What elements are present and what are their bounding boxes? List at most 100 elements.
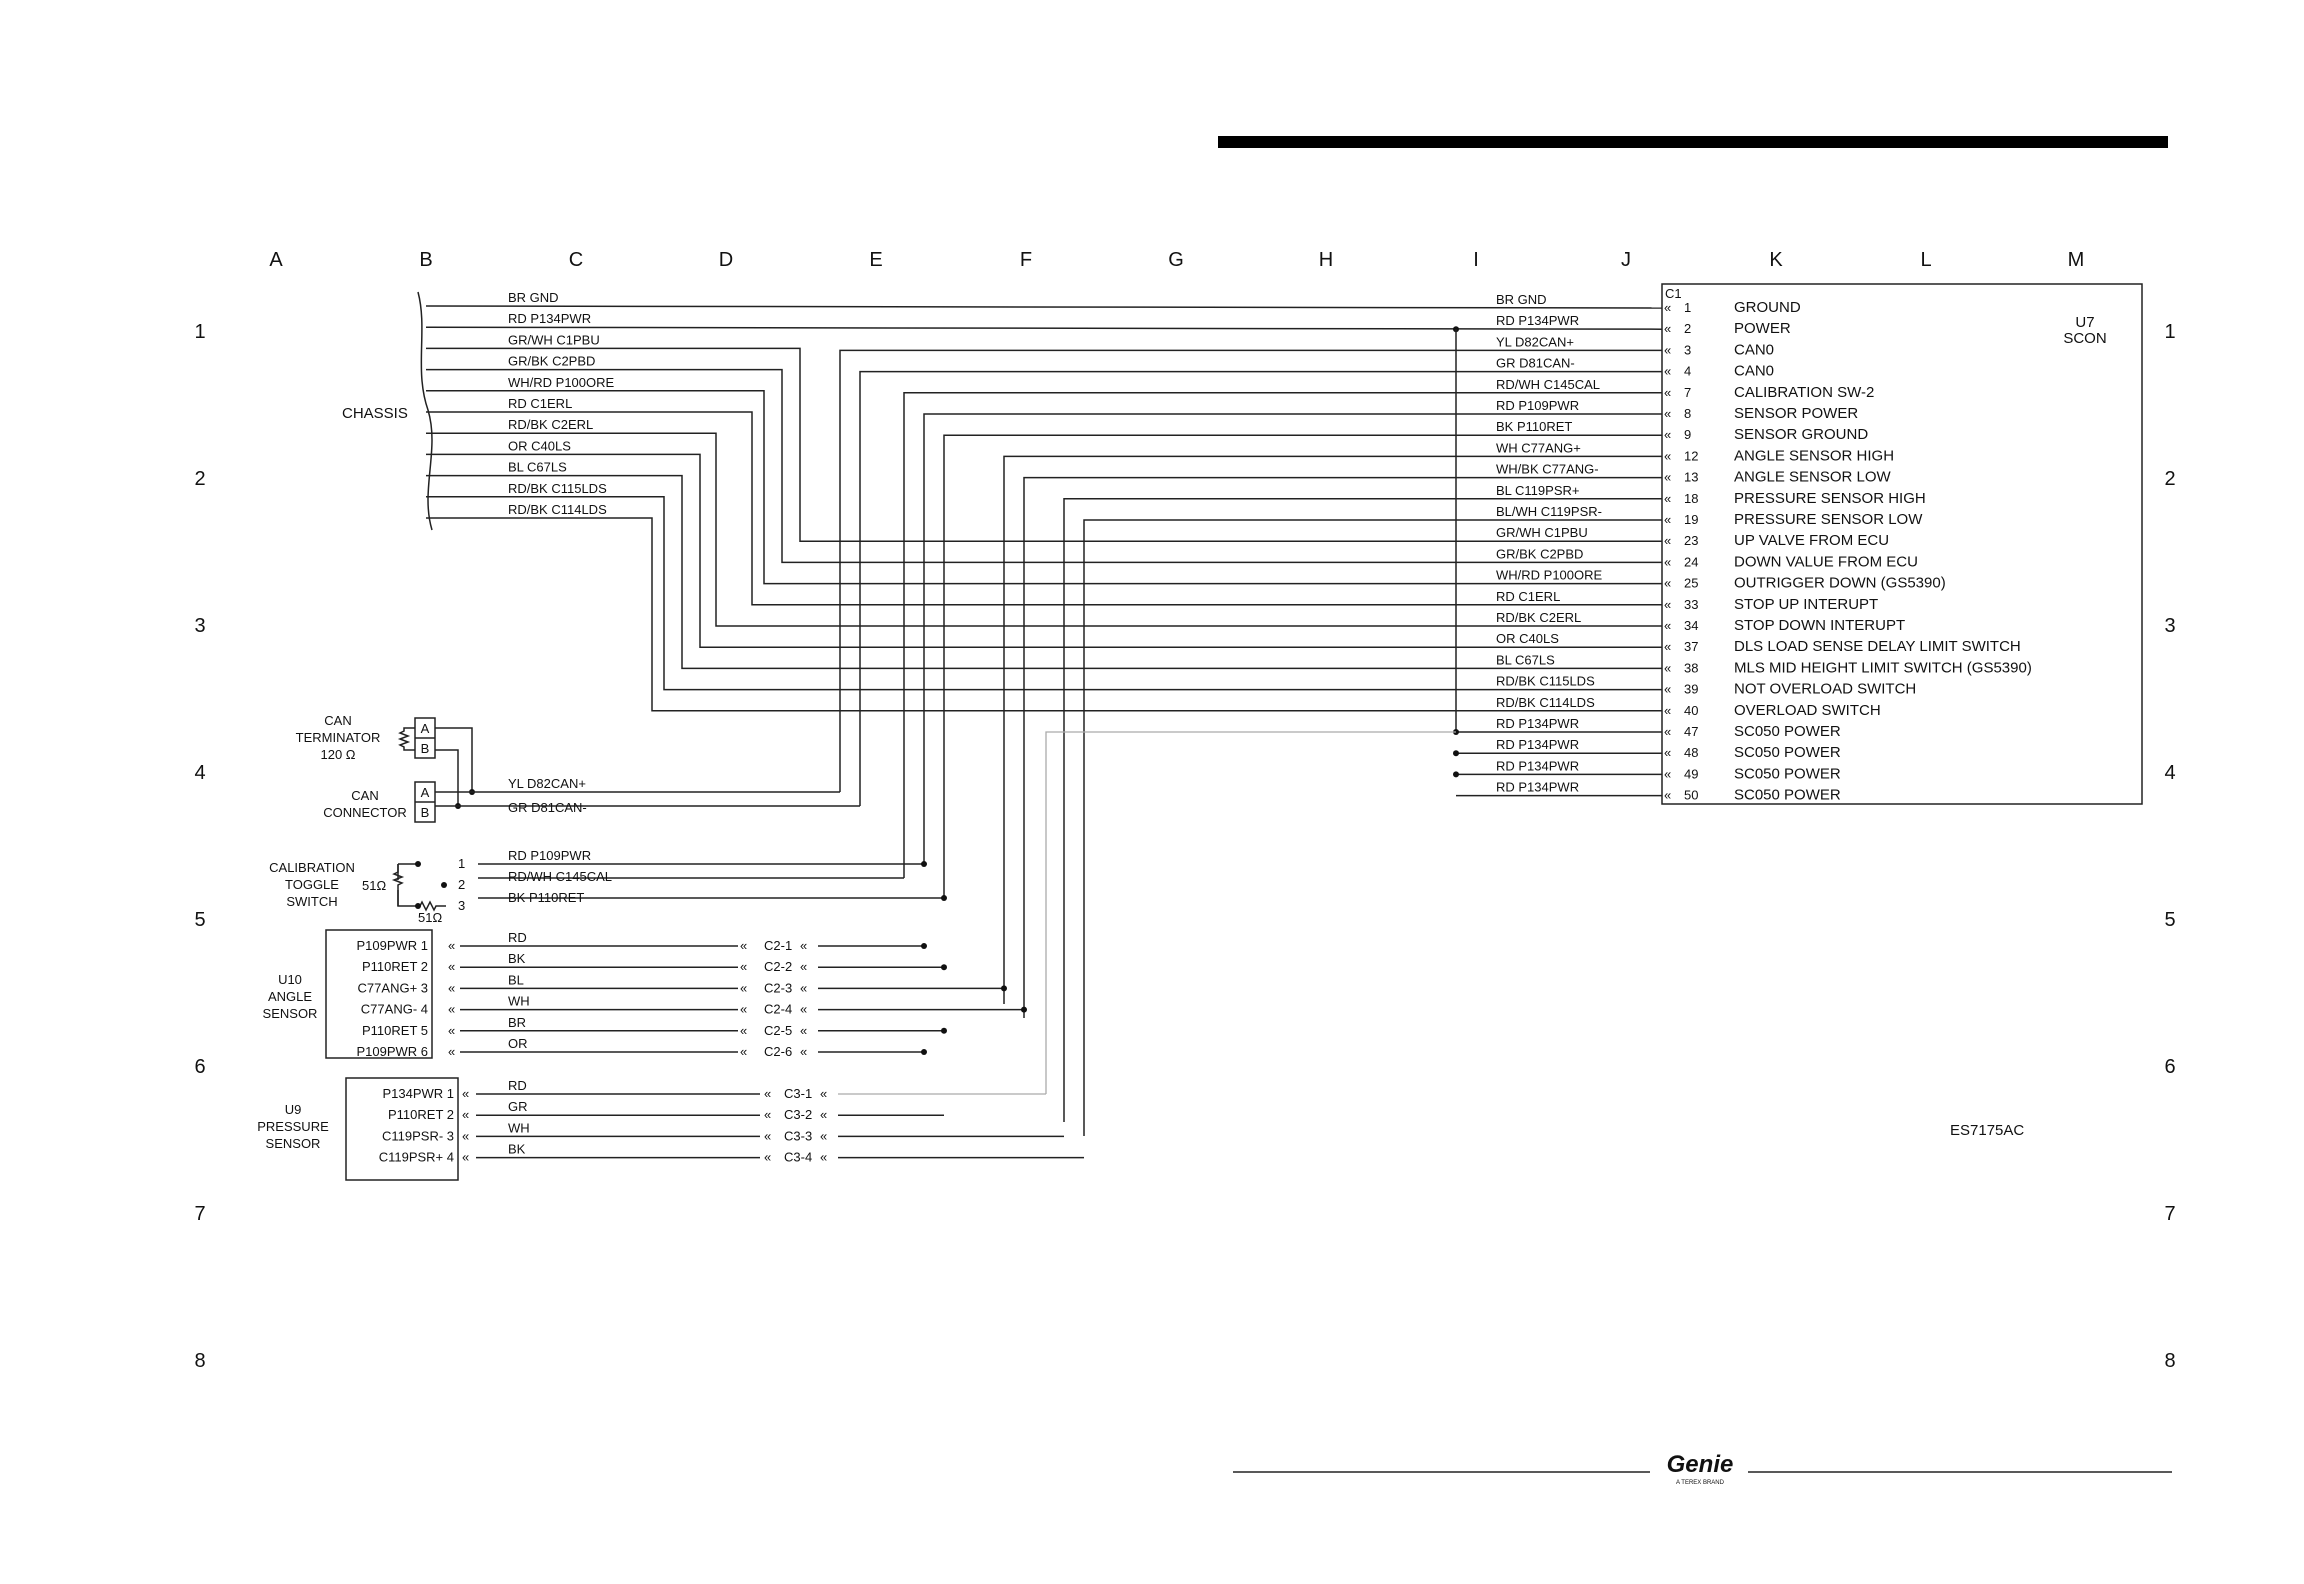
scon-wire-label: GR/WH C1PBU [1496, 525, 1588, 540]
grid-row-left-8: 8 [194, 1350, 205, 1372]
junction-dot [1453, 750, 1459, 757]
grid-row-right-3: 3 [2164, 615, 2175, 637]
scon-pin-function: NOT OVERLOAD SWITCH [1734, 681, 1916, 698]
scon-pin-function: SC050 POWER [1734, 787, 1841, 804]
scon-pin-function: STOP DOWN INTERUPT [1734, 617, 1905, 634]
junction-dot [921, 861, 927, 867]
scon-pin-number: 25 [1684, 576, 1698, 591]
scon-pin-number: 18 [1684, 491, 1698, 506]
angle-sensor-label-2: ANGLE [268, 989, 312, 1004]
scon-pin-function: PRESSURE SENSOR LOW [1734, 511, 1923, 528]
scon-pin-function: SENSOR GROUND [1734, 426, 1868, 443]
pressure-pin-arrow: « [462, 1128, 469, 1143]
scon-pin-arrow: « [1664, 639, 1671, 654]
pressure-sensor-box [345, 1077, 459, 1181]
can-terminator-pin-b: B [421, 741, 430, 756]
angle-pin-connector: C2-3 [764, 980, 792, 995]
scon-wire-label: RD/WH C145CAL [1496, 377, 1600, 392]
pressure-pin-arrow: « [462, 1150, 469, 1165]
scon-pin-arrow: « [1664, 342, 1671, 357]
grid-row-left-5: 5 [194, 909, 205, 931]
scon-wire-label: BL C119PSR+ [1496, 483, 1579, 498]
angle-pin-name: C77ANG- 4 [361, 1002, 428, 1017]
angle-sensor-label-3: SENSOR [263, 1006, 318, 1021]
scon-pin-arrow: « [1664, 703, 1671, 718]
angle-pin-arrow: « [740, 980, 747, 995]
can-terminator-label-2: TERMINATOR [296, 730, 381, 745]
pressure-sensor-label-2: PRESSURE [257, 1119, 329, 1134]
can-connector-pin-b: B [421, 805, 430, 820]
scon-pin-function: POWER [1734, 320, 1791, 337]
grid-column-D: D [719, 249, 733, 271]
scon-pin-number: 2 [1684, 321, 1691, 336]
wire-segment [426, 432, 1662, 627]
scon-wire-label: RD P134PWR [1496, 737, 1579, 752]
junction-dot [1453, 771, 1459, 778]
grid-column-A: A [269, 249, 283, 271]
grid-row-left-7: 7 [194, 1203, 205, 1225]
scon-pin-arrow: « [1664, 300, 1671, 315]
chassis-wire-label: GR/BK C2PBD [508, 354, 595, 369]
scon-wire-label: GR/BK C2PBD [1496, 546, 1583, 561]
drawing-number: ES7175AC [1950, 1122, 2024, 1139]
junction-dot [1021, 1006, 1027, 1013]
header-bar [1218, 136, 2168, 148]
scon-pin-arrow: « [1664, 470, 1671, 485]
pressure-pin-color: WH [508, 1120, 530, 1135]
junction-dot [941, 1027, 947, 1034]
grid-column-G: G [1168, 249, 1184, 271]
grid-row-right-8: 8 [2164, 1350, 2175, 1372]
scon-wire-label: RD P109PWR [1496, 398, 1579, 413]
chassis-wire-label: RD/BK C115LDS [508, 481, 607, 496]
cal-switch-label-3: SWITCH [286, 894, 337, 909]
wire-segment [426, 411, 1662, 606]
angle-pin-arrow: « [448, 980, 455, 995]
genie-logo-sub: A TEREX BRAND [1676, 1480, 1725, 1486]
junction-dot [941, 895, 947, 901]
genie-logo: Genie [1667, 1451, 1734, 1478]
angle-pin-name: P109PWR 1 [356, 938, 428, 953]
scon-pin-number: 48 [1684, 745, 1698, 760]
scon-pin-number: 38 [1684, 660, 1698, 675]
scon-pin-arrow: « [1664, 766, 1671, 781]
angle-sensor-label-1: U10 [278, 972, 302, 987]
wire-segment [425, 305, 1663, 309]
angle-pin-connector: C2-5 [764, 1023, 792, 1038]
junction-dot [921, 943, 927, 949]
angle-pin-color: WH [508, 994, 530, 1009]
pressure-pin-name: C119PSR- 3 [382, 1128, 454, 1143]
wire-segment [1063, 498, 1662, 1122]
wire-segment [426, 390, 1662, 585]
scon-pin-number: 3 [1684, 342, 1691, 357]
chassis-wire-label: RD/BK C114LDS [508, 502, 607, 517]
angle-sensor-pins: P109PWR 1«RD«C2-1«P110RET 2«BK«C2-2«C77A… [356, 930, 807, 1059]
angle-pin-arrow: « [800, 959, 807, 974]
wire-routes [425, 305, 1663, 1159]
can-terminator-pin-a: A [421, 721, 430, 736]
wire-segment [426, 517, 1662, 712]
scon-pin-function: CALIBRATION SW-2 [1734, 384, 1874, 401]
angle-pin-color: BL [508, 972, 524, 987]
scon-pin-number: 23 [1684, 533, 1698, 548]
pressure-pin-arrow: « [820, 1128, 827, 1143]
grid-row-right-1: 1 [2164, 321, 2175, 343]
pressure-pin-name: C119PSR+ 4 [379, 1150, 454, 1165]
scon-pin-number: 12 [1684, 448, 1698, 463]
wire-segment [426, 474, 1662, 670]
wire-segment [1023, 476, 1662, 1018]
scon-wire-label: BK P110RET [1496, 419, 1572, 434]
angle-pin-connector: C2-4 [764, 1002, 792, 1017]
scon-pin-arrow: « [1664, 406, 1671, 421]
pressure-pin-arrow: « [764, 1086, 771, 1101]
pressure-pin-color: RD [508, 1078, 527, 1093]
scon-wire-label: RD P134PWR [1496, 313, 1579, 328]
scon-pin-number: 37 [1684, 639, 1698, 654]
pressure-pin-arrow: « [820, 1150, 827, 1165]
angle-pin-arrow: « [740, 1044, 747, 1059]
terminator-resistor [397, 727, 415, 751]
can-terminator-label-3: 120 Ω [320, 747, 355, 762]
